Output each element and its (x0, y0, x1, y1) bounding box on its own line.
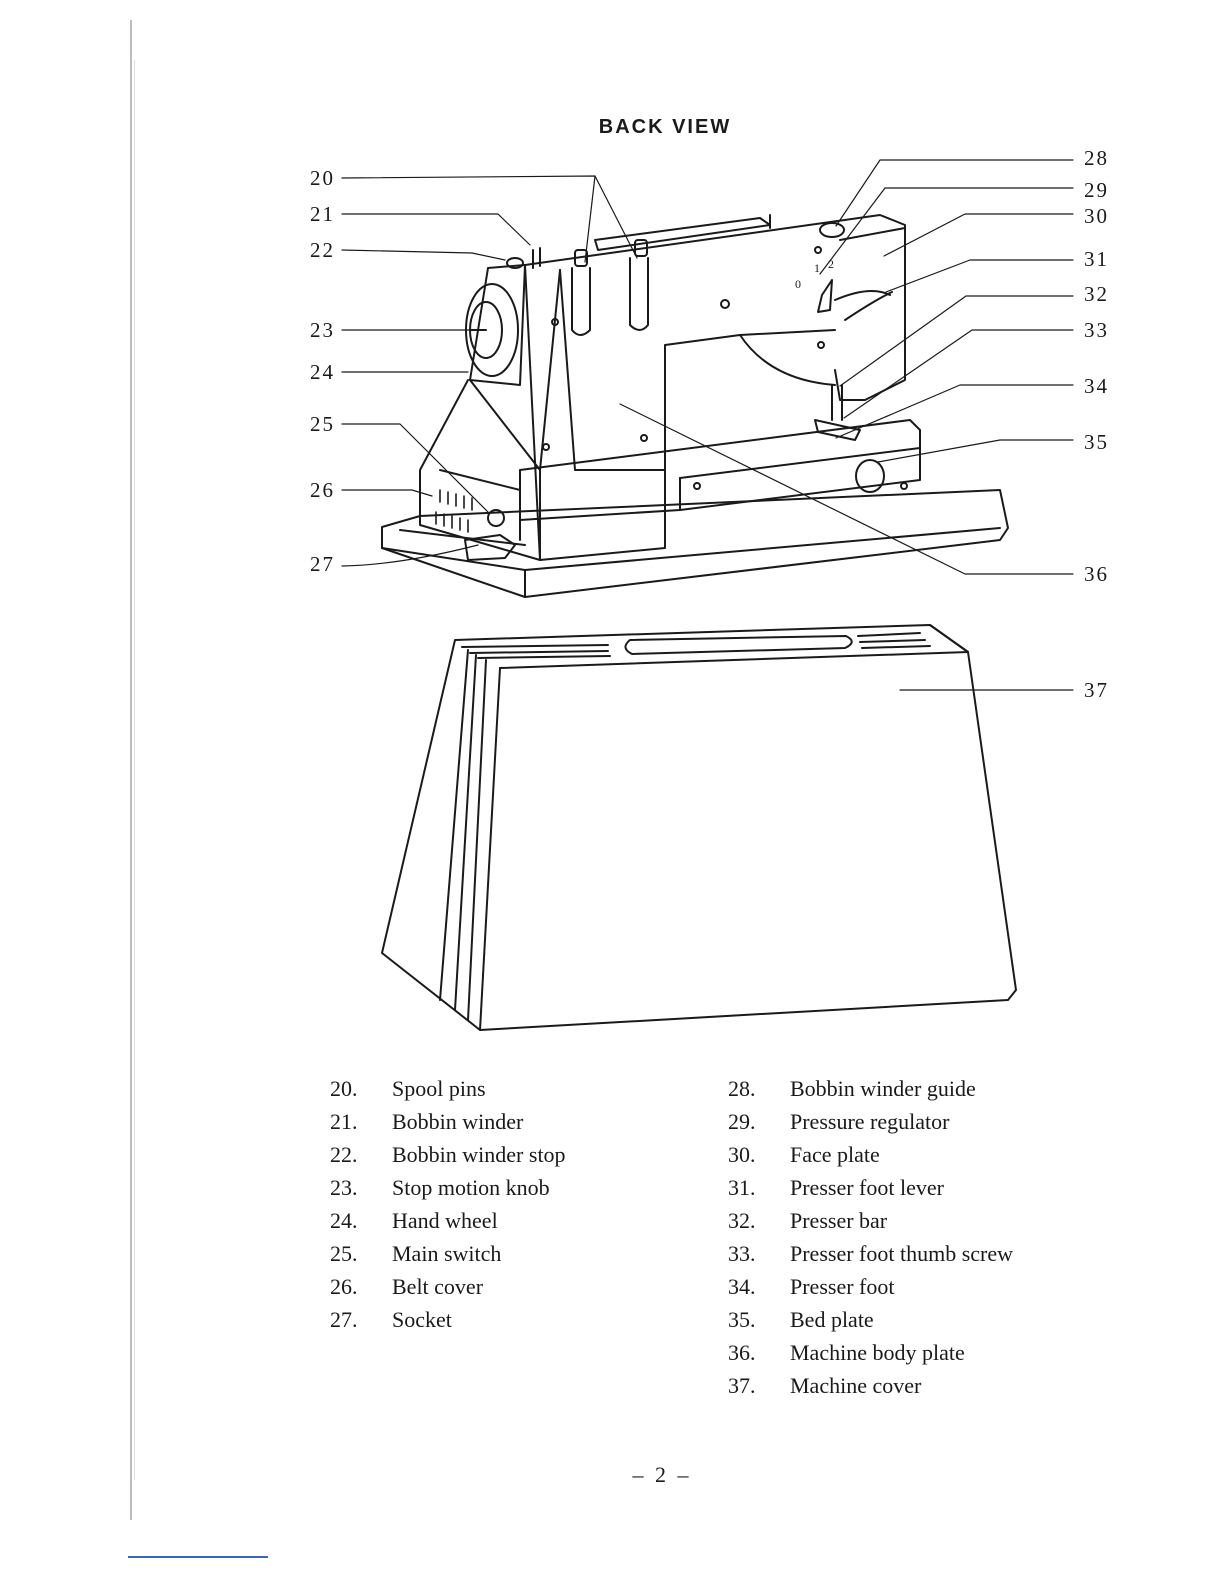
part-label: Presser bar (790, 1208, 888, 1233)
part-row: 28. Bobbin winder guide (728, 1076, 1013, 1109)
callout-29: 29 (1084, 178, 1109, 202)
part-row: 23. Stop motion knob (330, 1175, 566, 1208)
callout-30: 30 (1084, 204, 1109, 228)
part-number: 20. (330, 1076, 358, 1101)
callout-27: 27 (310, 552, 335, 576)
part-number: 35. (728, 1307, 756, 1332)
callout-37: 37 (1084, 678, 1109, 702)
part-row: 36. Machine body plate (728, 1340, 1013, 1373)
part-row: 29. Pressure regulator (728, 1109, 1013, 1142)
part-label: Socket (392, 1307, 452, 1332)
scan-edge-shadow (134, 60, 135, 1480)
part-label: Pressure regulator (790, 1109, 950, 1134)
part-row: 27. Socket (330, 1307, 566, 1340)
part-label: Main switch (392, 1241, 502, 1266)
callout-36: 36 (1084, 562, 1109, 586)
part-row: 37. Machine cover (728, 1373, 1013, 1406)
callout-31: 31 (1084, 247, 1109, 271)
part-row: 24. Hand wheel (330, 1208, 566, 1241)
callout-25: 25 (310, 412, 335, 436)
callout-24: 24 (310, 360, 335, 384)
part-label: Face plate (790, 1142, 880, 1167)
part-number: 28. (728, 1076, 756, 1101)
part-label: Machine cover (790, 1373, 922, 1398)
callout-33: 33 (1084, 318, 1109, 342)
part-label: Bobbin winder guide (790, 1076, 976, 1101)
svg-text:1: 1 (814, 261, 820, 275)
part-row: 25. Main switch (330, 1241, 566, 1274)
part-label: Bed plate (790, 1307, 874, 1332)
callout-26: 26 (310, 478, 335, 502)
part-label: Presser foot thumb screw (790, 1241, 1014, 1266)
part-label: Belt cover (392, 1274, 484, 1299)
part-number: 32. (728, 1208, 756, 1233)
callout-23: 23 (310, 318, 335, 342)
leader-lines-right (619, 159, 1074, 691)
part-number: 34. (728, 1274, 756, 1299)
part-number: 24. (330, 1208, 358, 1233)
footer-rule (128, 1556, 268, 1558)
part-label: Presser foot (790, 1274, 895, 1299)
svg-text:0: 0 (795, 277, 801, 291)
part-label: Stop motion knob (392, 1175, 550, 1200)
callout-20: 20 (310, 166, 335, 190)
machine-cover-drawing (381, 624, 1017, 1031)
part-row: 20. Spool pins (330, 1076, 566, 1109)
part-row: 22. Bobbin winder stop (330, 1142, 566, 1175)
part-label: Bobbin winder (392, 1109, 524, 1134)
part-number: 23. (330, 1175, 358, 1200)
leader-lines-left (341, 175, 638, 567)
sewing-machine-drawing: 1 2 0 (381, 214, 1009, 598)
page-title: BACK VIEW (598, 116, 732, 138)
part-row: 35. Bed plate (728, 1307, 1013, 1340)
callout-22: 22 (310, 238, 335, 262)
part-number: 22. (330, 1142, 358, 1167)
part-row: 34. Presser foot (728, 1274, 1013, 1307)
part-row: 32. Presser bar (728, 1208, 1013, 1241)
callout-32: 32 (1084, 282, 1109, 306)
callout-34: 34 (1084, 374, 1109, 398)
part-label: Bobbin winder stop (392, 1142, 566, 1167)
part-row: 26. Belt cover (330, 1274, 566, 1307)
svg-text:2: 2 (828, 257, 834, 271)
part-number: 36. (728, 1340, 756, 1365)
part-row: 33. Presser foot thumb screw (728, 1241, 1013, 1274)
part-number: 33. (728, 1241, 756, 1266)
scan-edge (130, 20, 132, 1520)
callout-21: 21 (310, 202, 335, 226)
callout-28: 28 (1084, 146, 1109, 170)
part-number: 27. (330, 1307, 358, 1332)
part-label: Presser foot lever (790, 1175, 944, 1200)
part-number: 30. (728, 1142, 756, 1167)
part-label: Spool pins (392, 1076, 486, 1101)
part-label: Machine body plate (790, 1340, 965, 1365)
part-label: Hand wheel (392, 1208, 498, 1233)
part-row: 31. Presser foot lever (728, 1175, 1013, 1208)
parts-list-right: 28. Bobbin winder guide 29. Pressure regul… (728, 1076, 1013, 1406)
parts-list-left: 20. Spool pins 21. Bobbin winder 22. Bobbin… (330, 1076, 566, 1340)
part-row: 21. Bobbin winder (330, 1109, 566, 1142)
part-number: 21. (330, 1109, 358, 1134)
page-number: – 2 – (632, 1462, 692, 1487)
part-number: 25. (330, 1241, 358, 1266)
part-row: 30. Face plate (728, 1142, 1013, 1175)
part-number: 29. (728, 1109, 756, 1134)
part-number: 37. (728, 1373, 756, 1398)
part-number: 31. (728, 1175, 756, 1200)
callout-35: 35 (1084, 430, 1109, 454)
part-number: 26. (330, 1274, 358, 1299)
